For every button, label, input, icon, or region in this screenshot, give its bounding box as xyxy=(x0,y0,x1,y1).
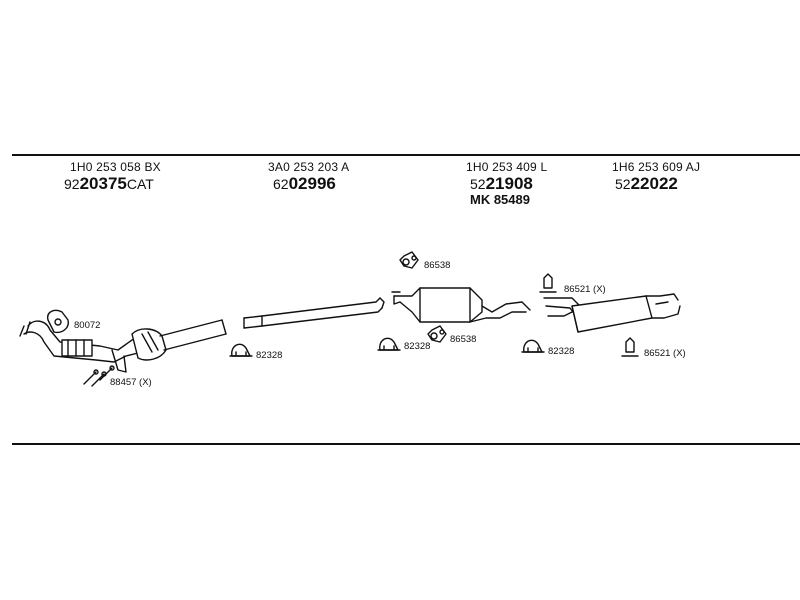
part-main: 21908 xyxy=(485,174,533,193)
label-clamp-mid: 82328 xyxy=(256,350,283,361)
label-mount-low: 86521 (X) xyxy=(644,348,686,359)
part-suffix: CAT xyxy=(126,176,154,192)
front-pipe-catalytic-converter[interactable] xyxy=(19,319,227,373)
gasket-icon xyxy=(47,309,69,334)
part-main: 22022 xyxy=(630,174,678,193)
label-gasket: 80072 xyxy=(74,320,101,331)
rubber-hanger-icon xyxy=(399,251,419,269)
part-prefix: 92 xyxy=(64,176,80,192)
bolt-kit-icon xyxy=(83,365,115,387)
label-clamp-end: 82328 xyxy=(548,346,575,357)
rubber-hanger-icon xyxy=(427,325,447,343)
part-main: 20375 xyxy=(79,174,127,193)
clamp-icon xyxy=(377,337,401,351)
mounting-kit-number: MK 85489 xyxy=(470,192,530,207)
part-main: 02996 xyxy=(288,174,336,193)
middle-pipe[interactable] xyxy=(243,297,385,329)
clamp-icon xyxy=(521,339,545,353)
part-number-center-silencer[interactable]: 5221908 xyxy=(470,174,533,194)
bottom-separator xyxy=(12,443,800,445)
part-prefix: 52 xyxy=(470,176,486,192)
label-hanger-top: 86538 xyxy=(424,260,451,271)
mounting-bracket-icon xyxy=(621,337,639,357)
part-number-rear-silencer[interactable]: 5222022 xyxy=(615,174,678,194)
label-clamp-rear: 82328 xyxy=(404,341,431,352)
oe-number-center-silencer: 1H0 253 409 L xyxy=(466,160,548,174)
part-prefix: 62 xyxy=(273,176,289,192)
part-number-front-pipe[interactable]: 9220375CAT xyxy=(64,174,154,194)
part-prefix: 52 xyxy=(615,176,631,192)
label-bolt-kit: 88457 (X) xyxy=(110,377,152,388)
oe-number-rear-silencer: 1H6 253 609 AJ xyxy=(612,160,701,174)
clamp-icon xyxy=(229,343,253,357)
oe-number-middle-pipe: 3A0 253 203 A xyxy=(268,160,350,174)
center-silencer[interactable] xyxy=(391,287,531,323)
rear-silencer[interactable] xyxy=(543,293,681,333)
part-number-middle-pipe[interactable]: 6202996 xyxy=(273,174,336,194)
mounting-bracket-icon xyxy=(539,273,557,293)
label-hanger-low: 86538 xyxy=(450,334,477,345)
top-separator xyxy=(12,154,800,156)
label-mount-top: 86521 (X) xyxy=(564,284,606,295)
oe-number-front-pipe: 1H0 253 058 BX xyxy=(70,160,161,174)
